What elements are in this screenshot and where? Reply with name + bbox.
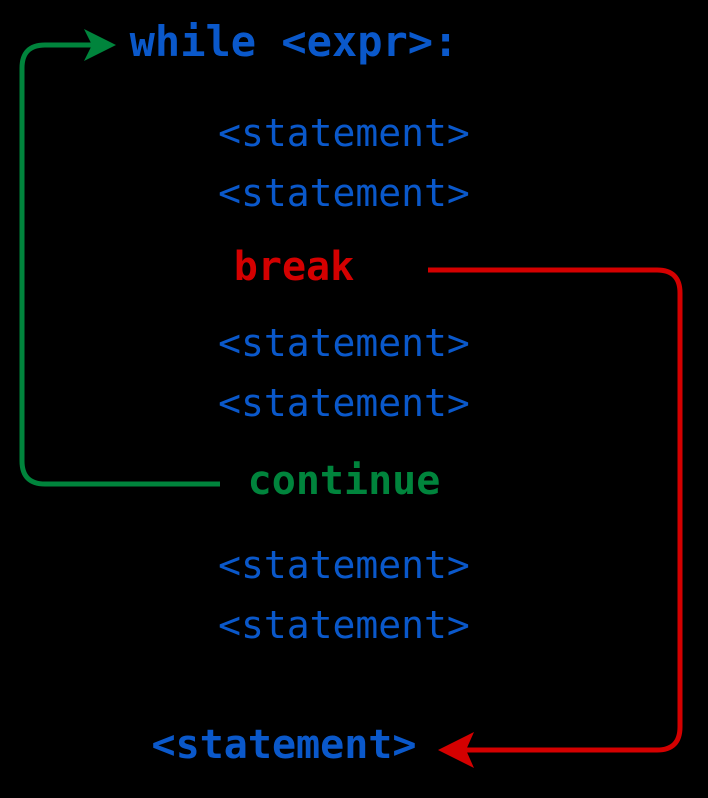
statement-line-1: <statement> xyxy=(218,111,470,155)
statement-line-3: <statement> xyxy=(218,321,470,365)
statement-after-loop-line: <statement> xyxy=(151,722,417,768)
statement-line-6: <statement> xyxy=(218,603,470,647)
statement-line-4: <statement> xyxy=(218,381,470,425)
while-header-line: while <expr>: xyxy=(129,17,459,66)
statement-line-5: <statement> xyxy=(218,543,470,587)
break-keyword-line: break xyxy=(233,244,355,290)
statement-line-2: <statement> xyxy=(218,171,470,215)
continue-keyword-line: continue xyxy=(247,458,441,504)
